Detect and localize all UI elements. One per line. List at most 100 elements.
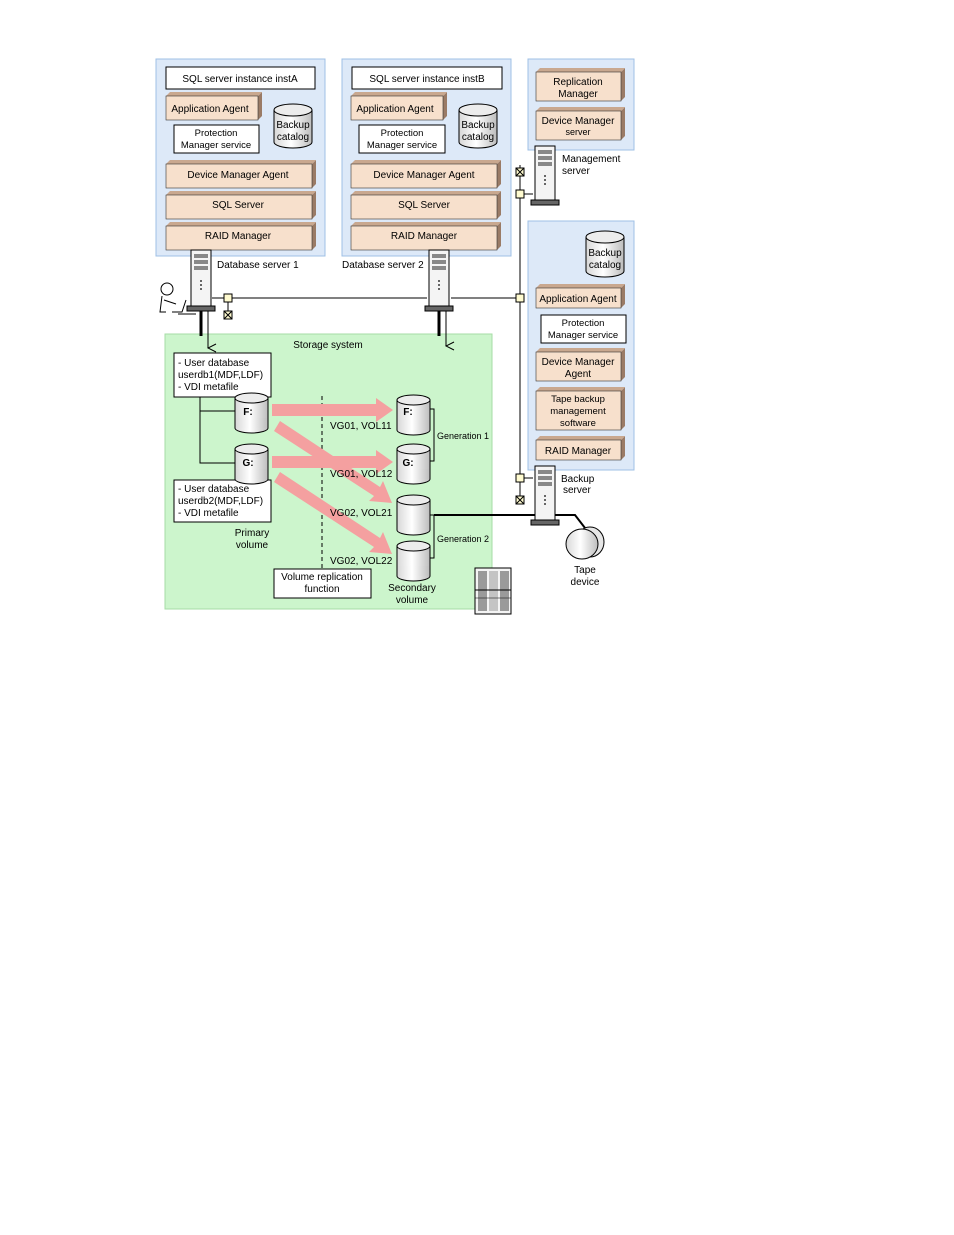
device-manager-agent-box-3: Device Manager Agent: [535, 348, 625, 382]
arrow-g-to-vol22: [274, 472, 392, 554]
backup-server-label-a: Backup: [561, 474, 595, 485]
backup-catalog-cylinder-1: Backup catalog: [273, 103, 313, 149]
tape-device-icon: [565, 526, 605, 560]
raid-manager-box-1: RAID Manager: [165, 222, 316, 251]
network-switch-icon: [515, 293, 525, 303]
network-switch-icon: [515, 473, 525, 483]
network-terminator-icon: [223, 310, 233, 320]
storage-system: Storage system - User database userdb1(M…: [164, 333, 493, 610]
tape-backup-software-label-b: management: [550, 406, 606, 417]
raid-manager-box-3: RAID Manager: [535, 436, 625, 461]
protection-manager-box-3: Protection Manager service: [540, 314, 627, 344]
backup-server-icon: [530, 465, 560, 526]
network-switch-icon: [223, 293, 233, 303]
device-manager-agent-box-1: Device Manager Agent: [165, 160, 316, 189]
management-server-panel: Replication Manager Device Manager serve…: [527, 58, 635, 151]
device-manager-agent-box-2: Device Manager Agent: [350, 160, 501, 189]
primary-volume-f: F:: [234, 392, 269, 434]
network-terminator-icon: [515, 167, 525, 177]
backup-catalog-label-2a: Backup: [461, 120, 495, 131]
database-server-1-panel: SQL server instance instA Application Ag…: [155, 58, 326, 257]
network-terminator-icon: [515, 495, 525, 505]
device-manager-agent-label-3a: Device Manager: [542, 357, 615, 368]
database-server-1-label: Database server 1: [217, 260, 299, 271]
secondary-volume-label-a: Secondary: [388, 583, 436, 594]
sql-instance-b-label: SQL server instance instB: [369, 74, 485, 85]
management-server-label-a: Management: [562, 154, 621, 165]
tape-device-label-a: Tape: [574, 565, 596, 576]
raid-manager-box-2: RAID Manager: [350, 222, 501, 251]
primary-volume-g: G:: [234, 443, 269, 485]
management-server-icon: [530, 145, 560, 206]
backup-catalog-label-3b: catalog: [589, 260, 621, 271]
device-manager-server-label-b: server: [565, 127, 590, 137]
secondary-volume-vol21: [396, 494, 431, 536]
backup-catalog-cylinder-2: Backup catalog: [458, 103, 498, 149]
note2-line-2: userdb2(MDF,LDF): [178, 496, 263, 507]
note1-line-3: - VDI metafile: [178, 382, 239, 393]
application-agent-label-2: Application Agent: [356, 104, 434, 115]
sql-instance-a-label: SQL server instance instA: [182, 74, 298, 85]
management-server-label-b: server: [562, 166, 590, 177]
note1-line-2: userdb1(MDF,LDF): [178, 370, 263, 381]
backup-catalog-label-3a: Backup: [588, 248, 622, 259]
generation-1-label: Generation 1: [437, 431, 489, 441]
backup-catalog-cylinder-3: Backup catalog: [585, 230, 625, 278]
vol11-label: VG01, VOL11: [330, 421, 392, 432]
secondary-volume-vol12: G:: [396, 443, 431, 485]
database-server-2-panel: SQL server instance instB Application Ag…: [341, 58, 512, 257]
tape-backup-software-label-a: Tape backup: [551, 394, 605, 405]
database-server-2-label: Database server 2: [342, 260, 424, 271]
backup-catalog-label-2b: catalog: [462, 132, 494, 143]
network-switch-icon: [515, 189, 525, 199]
note2-line-1: - User database: [178, 484, 250, 495]
vol12-label: VG01, VOL12: [330, 469, 393, 480]
protection-manager-label-1a: Protection: [195, 128, 238, 139]
backup-catalog-label-1a: Backup: [276, 120, 310, 131]
generation-2-label: Generation 2: [437, 534, 489, 544]
device-manager-agent-label-1: Device Manager Agent: [187, 170, 288, 181]
storage-system-title: Storage system: [293, 340, 362, 351]
replication-manager-label-b: Manager: [558, 89, 598, 100]
primary-volume-g-label: G:: [242, 458, 253, 469]
raid-manager-label-2: RAID Manager: [391, 231, 458, 242]
protection-manager-box-1: Protection Manager service: [173, 124, 260, 154]
san-links: [199, 311, 586, 529]
volume-replication-function-box: Volume replication function: [273, 568, 372, 599]
generation-2-bracket: [430, 514, 435, 559]
replication-manager-label-a: Replication: [553, 77, 602, 88]
protection-manager-label-2b: Manager service: [367, 140, 437, 151]
network-switch-markers: [223, 167, 525, 505]
sql-instance-b-box: SQL server instance instB: [351, 66, 503, 90]
arrow-f-to-vol11: [272, 398, 393, 422]
tape-backup-software-label-c: software: [560, 418, 596, 429]
sql-instance-a-box: SQL server instance instA: [165, 66, 316, 90]
protection-manager-label-2a: Protection: [381, 128, 424, 139]
secondary-volume-g-label: G:: [402, 458, 413, 469]
primary-volume-f-label: F:: [243, 407, 252, 418]
backup-server-panel: Backup catalog Application Agent Protect…: [527, 220, 635, 471]
protection-manager-label-3b: Manager service: [548, 330, 618, 341]
note1-line-1: - User database: [178, 358, 250, 369]
secondary-volume-vol11: F:: [396, 394, 431, 436]
backup-catalog-label-1b: catalog: [277, 132, 309, 143]
replication-manager-box: Replication Manager: [535, 68, 625, 102]
application-agent-box-1: Application Agent: [165, 92, 262, 121]
application-agent-box-3: Application Agent: [535, 284, 625, 309]
replication-arrows: [272, 398, 393, 554]
backup-server-label-b: server: [563, 485, 591, 496]
vol22-label: VG02, VOL22: [330, 556, 393, 567]
secondary-volume-f-label: F:: [403, 407, 412, 418]
device-manager-agent-label-3b: Agent: [565, 369, 591, 380]
arrow-f-to-vol21: [274, 421, 392, 503]
protection-manager-label-1b: Manager service: [181, 140, 251, 151]
application-agent-label-3: Application Agent: [539, 294, 617, 305]
primary-volume-label-a: Primary: [235, 528, 269, 539]
protection-manager-box-2: Protection Manager service: [358, 124, 446, 154]
user-database-note-1: - User database userdb1(MDF,LDF) - VDI m…: [173, 352, 272, 398]
tape-device-label-b: device: [571, 577, 600, 588]
storage-rack-icon: [474, 567, 512, 615]
sql-server-box-2: SQL Server: [350, 191, 501, 220]
database-server-1-icon: [186, 249, 216, 312]
